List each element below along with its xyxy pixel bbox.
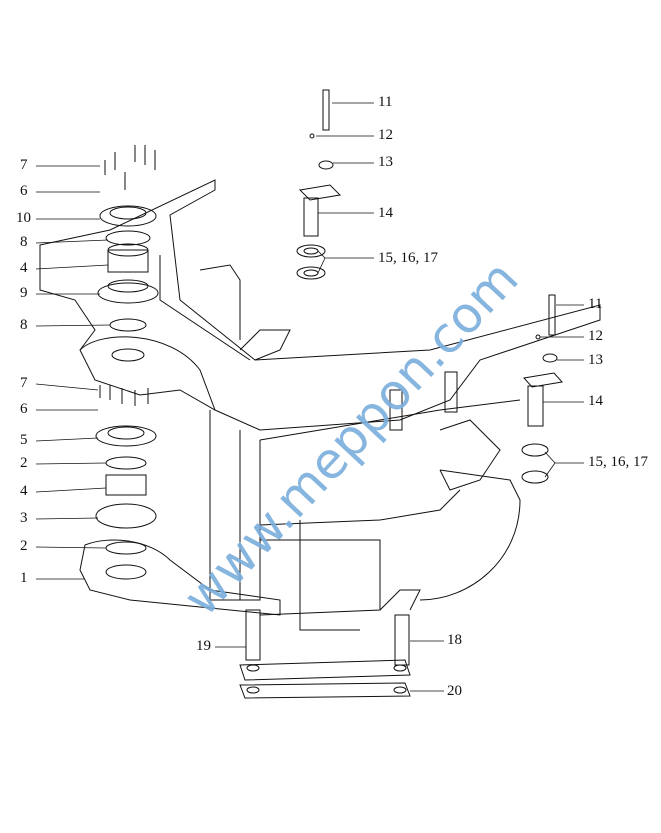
- callout-2: 2: [20, 538, 28, 554]
- callout-11: 11: [378, 94, 393, 110]
- callout-3: 3: [20, 510, 28, 526]
- callout-9: 9: [20, 285, 28, 301]
- callout-20: 20: [447, 683, 462, 699]
- articulated-frame: [39, 179, 601, 631]
- callout-6: 6: [20, 401, 28, 417]
- callout-12: 12: [588, 328, 603, 344]
- upper-pin-stack: [296, 89, 342, 280]
- callout-18: 18: [447, 632, 462, 648]
- callout-15-16-17: 15, 16, 17: [378, 250, 438, 266]
- callout-15-16-17: 15, 16, 17: [588, 454, 648, 470]
- callout-12: 12: [378, 127, 393, 143]
- callout-14: 14: [588, 393, 603, 409]
- callout-6: 6: [20, 183, 28, 199]
- lower-hinge-stack: [95, 385, 157, 580]
- callout-4: 4: [20, 483, 28, 499]
- callout-11: 11: [588, 296, 603, 312]
- leader-lines: [35, 102, 584, 692]
- callout-1: 1: [20, 570, 28, 586]
- right-pin-stack: [521, 294, 563, 484]
- callout-13: 13: [378, 154, 393, 170]
- callout-19: 19: [196, 638, 211, 654]
- callout-5: 5: [20, 432, 28, 448]
- bottom-link-parts: [239, 609, 411, 699]
- callout-8: 8: [20, 234, 28, 250]
- callout-2: 2: [20, 455, 28, 471]
- callout-8: 8: [20, 317, 28, 333]
- callout-7: 7: [20, 157, 28, 173]
- callout-10: 10: [16, 210, 31, 226]
- upper-hinge-stack: [97, 145, 159, 362]
- callout-14: 14: [378, 205, 393, 221]
- callout-13: 13: [588, 352, 603, 368]
- callout-4: 4: [20, 260, 28, 276]
- callout-7: 7: [20, 375, 28, 391]
